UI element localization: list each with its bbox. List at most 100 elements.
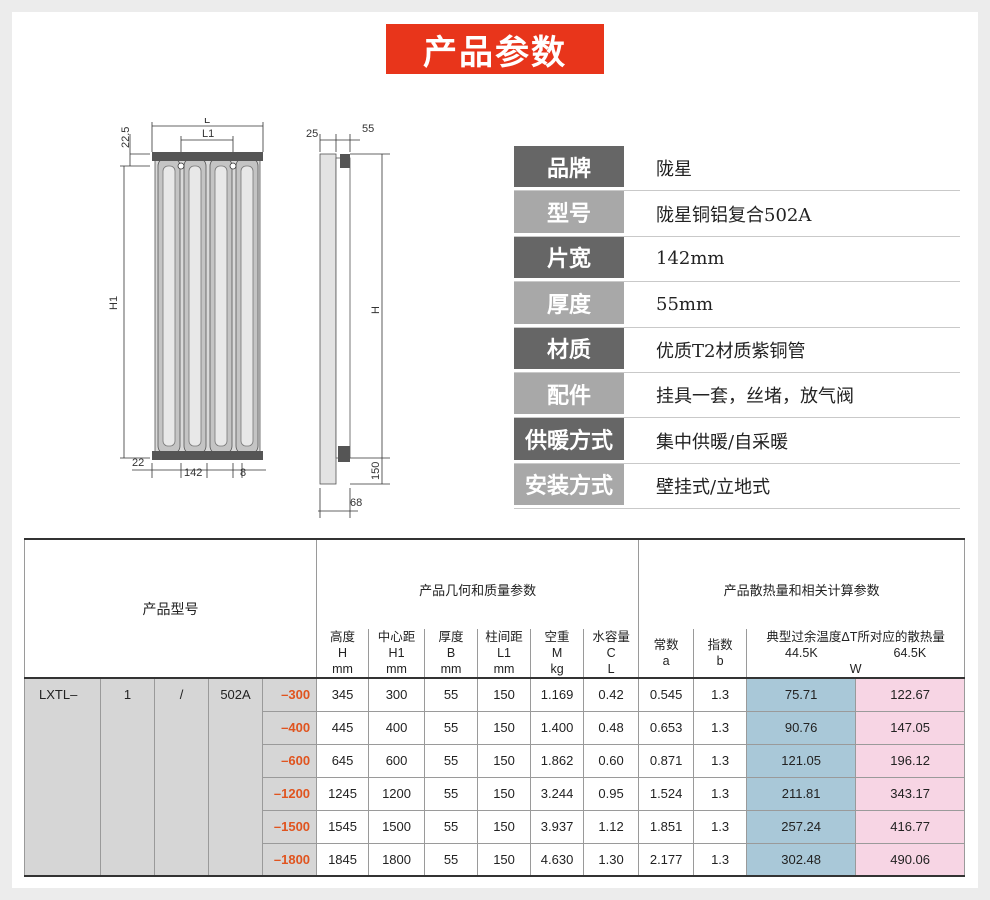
- cell-b: 1.3: [693, 809, 748, 844]
- cell-heat-w1: 90.76: [746, 710, 857, 745]
- cell-c: 0.60: [583, 743, 640, 778]
- column-header-unit: mm: [493, 662, 515, 676]
- dim-68: 68: [350, 497, 362, 509]
- cell-h1: 1200: [368, 776, 426, 811]
- column-header-unit: mm: [440, 662, 462, 676]
- cell-h1: 300: [368, 677, 426, 712]
- cell-heat-w2: 343.17: [855, 776, 966, 811]
- cell-m: 4.630: [530, 842, 585, 877]
- cell-h: 1545: [316, 809, 370, 844]
- dim-22-5: 22.5: [120, 127, 132, 148]
- model-part: /: [154, 677, 209, 877]
- dim-l: L: [204, 118, 210, 126]
- column-header-sym: B: [446, 646, 456, 660]
- cell-l1: 150: [477, 743, 532, 778]
- column-header-sym: L1: [497, 646, 511, 660]
- cell-m: 1.169: [530, 677, 585, 712]
- spec-key: 材质: [514, 327, 624, 369]
- column-header-name: 高度: [330, 630, 356, 644]
- spec-value: 挂具一套，丝堵，放气阀: [656, 386, 854, 408]
- dim-142: 142: [184, 467, 202, 479]
- cell-b: 1.3: [693, 743, 748, 778]
- column-header-name: 常数: [653, 638, 679, 652]
- heat-k2: 64.5K: [893, 646, 927, 660]
- spec-value: 陇星铜铝复合502A: [656, 204, 812, 226]
- cell-heat-w1: 257.24: [746, 809, 857, 844]
- cell-a: 1.524: [638, 776, 695, 811]
- dim-l1: L1: [202, 128, 214, 140]
- heat-header: 产品散热量和相关计算参数: [638, 538, 966, 629]
- spec-value: 壁挂式/立地式: [656, 476, 771, 498]
- cell-m: 1.400: [530, 710, 585, 745]
- column-header-unit: kg: [550, 662, 564, 676]
- model-suffix: –1500: [261, 809, 318, 844]
- column-header-sym: b: [716, 654, 724, 668]
- geometry-header: 产品几何和质量参数: [316, 538, 640, 629]
- cell-c: 1.30: [583, 842, 640, 877]
- model-header: 产品型号: [23, 538, 318, 679]
- cell-l1: 150: [477, 776, 532, 811]
- cell-h: 1845: [316, 842, 370, 877]
- cell-b: 1.3: [693, 842, 748, 877]
- dim-150: 150: [370, 462, 382, 480]
- spec-key: 厚度: [514, 282, 624, 324]
- cell-heat-w2: 416.77: [855, 809, 966, 844]
- spec-row: 品牌陇星: [514, 146, 960, 192]
- cell-h1: 400: [368, 710, 426, 745]
- column-header-name: 水容量: [592, 630, 630, 644]
- cell-b: 1.3: [693, 776, 748, 811]
- cell-a: 0.653: [638, 710, 695, 745]
- heat-unit: W: [849, 662, 862, 676]
- dim-25: 25: [306, 128, 318, 140]
- cell-heat-w1: 302.48: [746, 842, 857, 877]
- cell-heat-w1: 121.05: [746, 743, 857, 778]
- cell-m: 3.244: [530, 776, 585, 811]
- cell-a: 0.545: [638, 677, 695, 712]
- column-header-name: 厚度: [438, 630, 464, 644]
- model-part: 502A: [208, 677, 263, 877]
- column-header-sym: C: [606, 646, 616, 660]
- cell-h1: 1800: [368, 842, 426, 877]
- side-view-wall-plate: [319, 153, 337, 485]
- model-suffix: –1800: [261, 842, 318, 877]
- cell-b: 55: [424, 710, 479, 745]
- column-header-name: 中心距: [377, 630, 416, 644]
- cell-heat-w2: 122.67: [855, 677, 966, 712]
- dim-22: 22: [132, 457, 144, 469]
- cell-l1: 150: [477, 842, 532, 877]
- spec-row: 配件挂具一套，丝堵，放气阀: [514, 372, 960, 419]
- cell-b: 55: [424, 809, 479, 844]
- cell-heat-w2: 147.05: [855, 710, 966, 745]
- cell-a: 2.177: [638, 842, 695, 877]
- column-header-unit: mm: [386, 662, 407, 676]
- spec-value: 142mm: [656, 248, 725, 270]
- cell-h: 445: [316, 710, 370, 745]
- cell-heat-w2: 196.12: [855, 743, 966, 778]
- cell-m: 1.862: [530, 743, 585, 778]
- spec-key: 供暖方式: [514, 418, 624, 460]
- spec-row: 安装方式壁挂式/立地式: [514, 463, 960, 510]
- cell-c: 0.42: [583, 677, 640, 712]
- cell-heat-w1: 75.71: [746, 677, 857, 712]
- cell-b: 55: [424, 842, 479, 877]
- radiator-drawing: L L1 22.5 25 55 H1 H 22 142 8 150 68: [108, 118, 390, 518]
- cell-m: 3.937: [530, 809, 585, 844]
- cell-a: 1.851: [638, 809, 695, 844]
- dim-55: 55: [362, 123, 374, 135]
- cell-l1: 150: [477, 677, 532, 712]
- cell-a: 0.871: [638, 743, 695, 778]
- cell-c: 1.12: [583, 809, 640, 844]
